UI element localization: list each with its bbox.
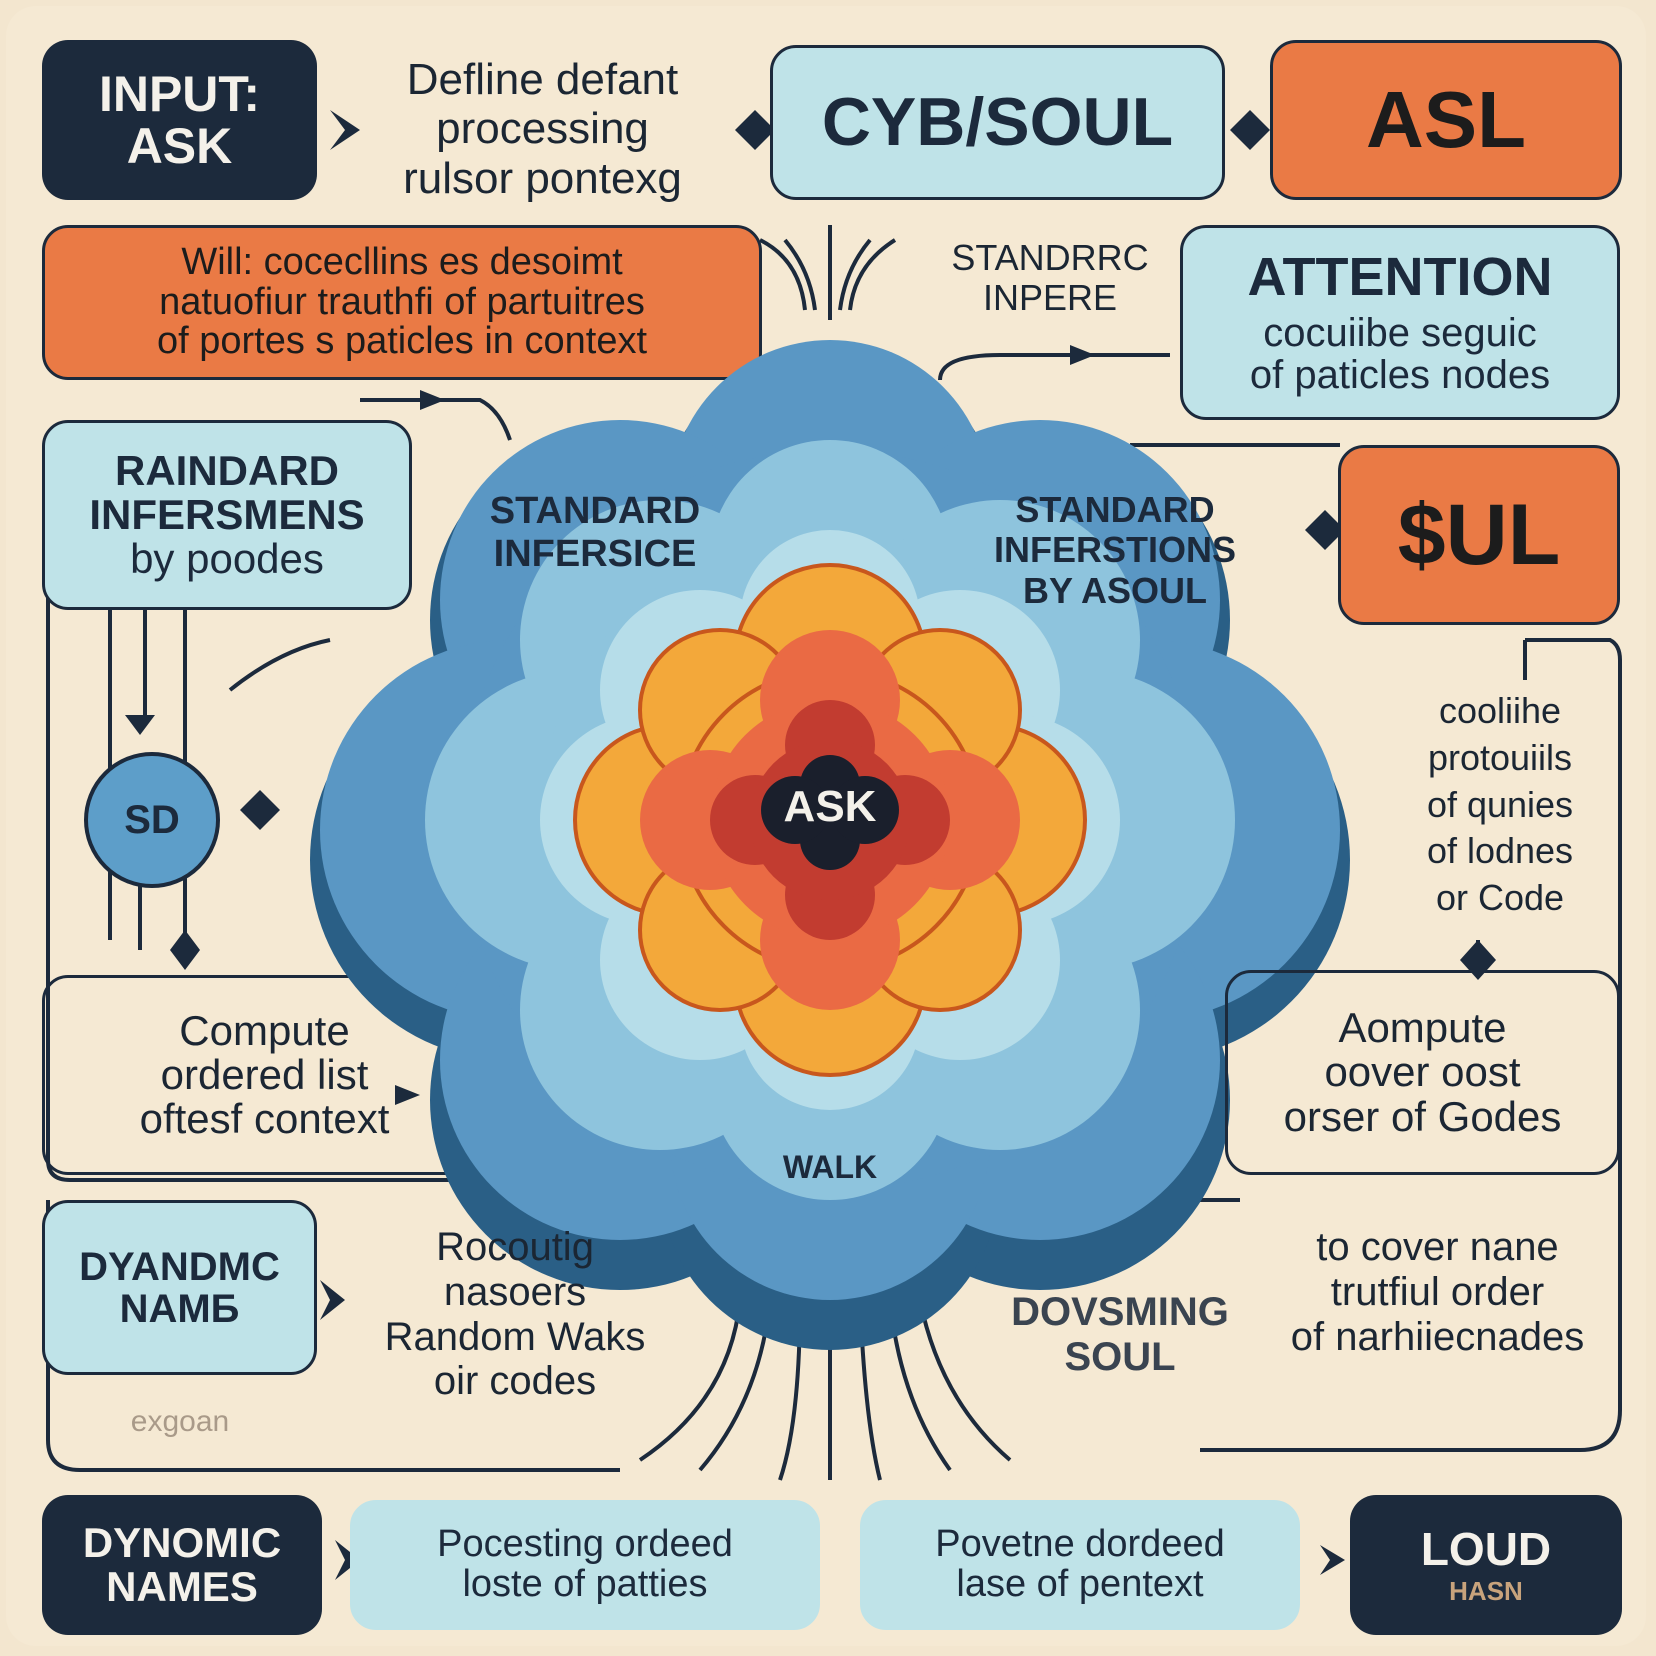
faded-text: exgoan xyxy=(80,1405,280,1439)
input-line-2: ASK xyxy=(126,118,233,174)
faded-label: exgoan xyxy=(130,1405,230,1438)
standard-inpere-line-1: STANDRRC xyxy=(951,237,1149,278)
couline-line-1: cooliihe xyxy=(1438,690,1562,731)
attention-box: ATTENTION cocuiibe seguic of paticles no… xyxy=(1180,225,1620,420)
dovsming-text: DOVSMING SOUL xyxy=(985,1290,1255,1380)
to-cover-line-1: to cover nane xyxy=(1316,1225,1559,1269)
loud-sub-label: HASN xyxy=(1449,1575,1523,1606)
dovsming-line-2: SOUL xyxy=(1064,1334,1176,1379)
will-line-2: natuofiur trauthfi of partuitres xyxy=(159,280,645,323)
raindard-line-2: INFERSMENS xyxy=(89,490,365,538)
couline-text: cooliihe protouiils of qunies of lodnes … xyxy=(1380,688,1620,922)
aompute-line-3: orser of Godes xyxy=(1283,1092,1562,1140)
sd-label: SD xyxy=(124,797,180,842)
flower-core xyxy=(761,755,899,870)
raindard-box: RAINDARD INFERSMENS by poodes xyxy=(42,420,412,610)
asl-box: ASL xyxy=(1270,40,1622,200)
compute-box: Compute ordered list oftesf context xyxy=(42,975,487,1175)
define-line-3: rulsor pontexg xyxy=(403,153,682,203)
asl-label: ASL xyxy=(1366,75,1526,164)
rocoutig-line-4: oir codes xyxy=(433,1359,597,1404)
soul-box: $UL xyxy=(1338,445,1620,625)
to-cover-line-2: trutfiul order xyxy=(1330,1269,1545,1314)
define-text: Defline defant processing rulsor pontexg xyxy=(345,55,740,203)
povetne-box: Povetne dordeed lase of pentext xyxy=(860,1500,1300,1630)
aompute-line-2: oover oost xyxy=(1324,1048,1521,1096)
core-ask-label: ASK xyxy=(760,782,900,831)
will-line-3: of portes s paticles in context xyxy=(156,320,648,363)
dynomic-names-box: DYNOMIC NAMES xyxy=(42,1495,322,1635)
input-line-1: INPUT: xyxy=(98,65,261,122)
rocoutig-text: Rocoutig nasoers Random Waks oir codes xyxy=(350,1225,680,1404)
cyb-soul-label: CYB/SOUL xyxy=(821,83,1174,160)
define-line-2: processing xyxy=(436,104,649,154)
loud-box: LOUD HASN xyxy=(1350,1495,1622,1635)
walk-label: WALK xyxy=(740,1149,920,1186)
couline-line-3: of qunies xyxy=(1426,783,1574,825)
rocoutig-line-3: Random Waks xyxy=(384,1314,646,1359)
rocoutig-line-1: Rocoutig xyxy=(436,1225,594,1269)
will-line-1: Will: cocecllins es desoimt xyxy=(181,240,623,283)
loud-label: LOUD xyxy=(1420,1523,1552,1576)
to-cover-text: to cover nane trutfiul order of narhiiec… xyxy=(1255,1225,1620,1359)
povetne-line-2: lase of pentext xyxy=(956,1563,1204,1605)
couline-line-4: of lodnes xyxy=(1426,830,1574,872)
couline-line-5: or Code xyxy=(1435,877,1565,919)
center-right-line-3: BY ASOUL xyxy=(1022,569,1208,611)
aompute-line-1: Aompute xyxy=(1338,1004,1507,1052)
aompute-box: Aompute oover oost orser of Godes xyxy=(1225,970,1620,1175)
dovsming-line-1: DOVSMING xyxy=(1011,1290,1229,1334)
center-right-line-2: INFERSTIONS xyxy=(993,529,1236,571)
attention-line-1: cocuiibe seguic xyxy=(1263,310,1537,355)
povetne-line-1: Povetne dordeed xyxy=(935,1523,1225,1566)
pocesting-box: Pocesting ordeed loste of patties xyxy=(350,1500,820,1630)
raindard-line-3: by poodes xyxy=(130,535,324,583)
pocesting-line-1: Pocesting ordeed xyxy=(437,1523,733,1566)
compute-line-1: Compute xyxy=(179,1006,350,1054)
dynomic-line-2: NAMES xyxy=(106,1563,258,1610)
sd-circle: SD xyxy=(84,752,220,888)
attention-title: ATTENTION xyxy=(1247,247,1553,308)
raindard-line-1: RAINDARD xyxy=(115,446,339,494)
dyandmc-line-1: DYANDMC xyxy=(79,1244,280,1289)
center-left-label: STANDARD INFERSICE xyxy=(460,490,730,575)
center-left-line-1: STANDARD xyxy=(489,490,701,532)
walk-text: WALK xyxy=(782,1149,878,1185)
dyandmc-line-2: NAMБ xyxy=(119,1286,240,1331)
define-line-1: Defline defant xyxy=(406,55,679,104)
center-left-line-2: INFERSICE xyxy=(493,532,697,575)
compute-line-3: oftesf context xyxy=(139,1095,390,1143)
pocesting-line-2: loste of patties xyxy=(462,1563,708,1605)
center-right-line-1: STANDARD xyxy=(1015,489,1215,530)
core-ask-text: ASK xyxy=(783,782,877,831)
standard-inpere-text: STANDRRC INPERE xyxy=(930,237,1170,319)
attention-line-2: of paticles nodes xyxy=(1249,352,1551,397)
standard-inpere-line-2: INPERE xyxy=(982,277,1118,319)
compute-line-2: ordered list xyxy=(160,1050,369,1098)
input-ask-box: INPUT: ASK xyxy=(42,40,317,200)
to-cover-line-3: of narhiiecnades xyxy=(1290,1314,1585,1359)
couline-line-2: protouiils xyxy=(1427,736,1573,778)
cyb-soul-box: CYB/SOUL xyxy=(770,45,1225,200)
dynomic-line-1: DYNOMIC xyxy=(82,1518,282,1566)
soul-label: $UL xyxy=(1397,486,1561,583)
will-box: Will: cocecllins es desoimt natuofiur tr… xyxy=(42,225,762,380)
dyandmc-box: DYANDMC NAMБ xyxy=(42,1200,317,1375)
rocoutig-line-2: nasoers xyxy=(443,1269,587,1314)
center-right-label: STANDARD INFERSTIONS BY ASOUL xyxy=(970,489,1260,611)
